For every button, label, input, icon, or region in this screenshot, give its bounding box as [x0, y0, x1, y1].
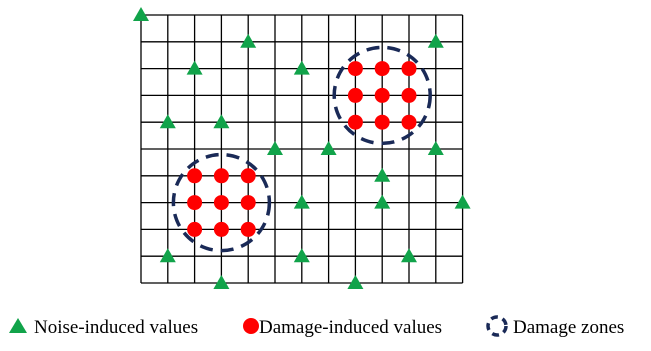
- noise-point: [427, 33, 444, 48]
- legend-damage-icon: [243, 318, 259, 334]
- damage-point: [374, 114, 390, 130]
- damage-point: [401, 114, 417, 130]
- legend-zone-icon: [486, 315, 508, 337]
- legend: Noise-induced values Damage-induced valu…: [9, 315, 624, 338]
- noise-point: [347, 275, 364, 289]
- legend-damage-label: Damage-induced values: [259, 317, 442, 338]
- noise-point: [374, 167, 391, 182]
- damage-point: [374, 87, 390, 103]
- damage-point: [347, 87, 363, 103]
- noise-point: [427, 141, 444, 155]
- noise-points-layer: [133, 7, 471, 289]
- legend-noise-icon: [9, 318, 27, 333]
- damage-point: [187, 221, 203, 237]
- damage-zones-layer: [171, 45, 432, 253]
- noise-point: [133, 7, 149, 21]
- noise-point: [293, 60, 310, 75]
- noise-point: [401, 248, 417, 263]
- damage-point: [213, 221, 229, 237]
- damage-point: [187, 195, 203, 211]
- grid: [140, 14, 464, 284]
- damage-zone: [171, 152, 272, 253]
- legend-zone-label: Damage zones: [513, 317, 624, 338]
- noise-point: [213, 275, 230, 289]
- noise-point: [267, 141, 283, 155]
- damage-point: [401, 61, 417, 77]
- damage-point: [240, 168, 256, 184]
- noise-point: [293, 248, 310, 263]
- noise-point: [213, 114, 230, 129]
- damage-point: [374, 61, 390, 77]
- damage-points-layer: [187, 61, 417, 237]
- damage-point: [347, 61, 363, 77]
- noise-point: [320, 141, 337, 155]
- noise-point: [374, 194, 391, 209]
- damage-point: [213, 168, 229, 184]
- damage-point: [240, 221, 256, 237]
- damage-point: [240, 195, 256, 211]
- noise-point: [186, 60, 203, 75]
- legend-noise-label: Noise-induced values: [34, 317, 198, 338]
- noise-point: [159, 114, 176, 129]
- damage-point: [347, 114, 363, 130]
- damage-zone: [332, 45, 432, 146]
- noise-point: [240, 33, 257, 48]
- noise-point: [159, 248, 176, 263]
- noise-point: [454, 194, 471, 209]
- damage-point: [187, 168, 203, 184]
- noise-point: [293, 194, 310, 209]
- damage-point: [401, 87, 417, 103]
- damage-point: [213, 195, 229, 211]
